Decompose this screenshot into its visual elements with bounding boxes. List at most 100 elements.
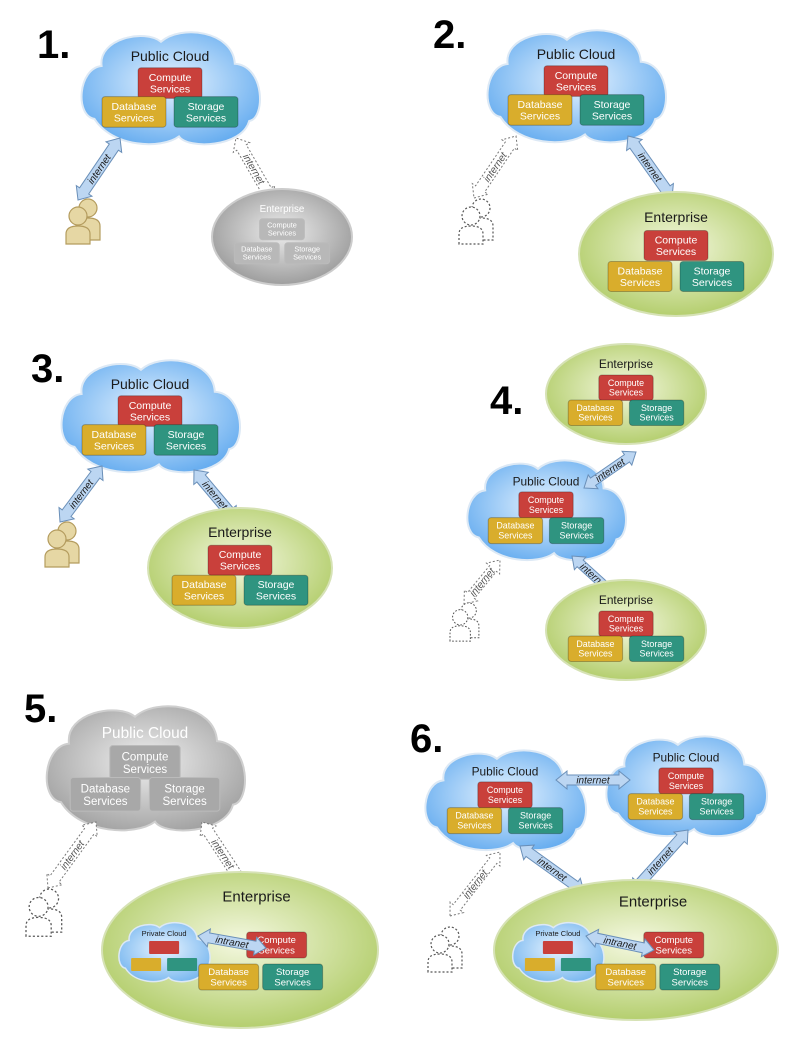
panel-6-public-cloud-right-title: Public Cloud [653, 751, 720, 765]
panel-1-public-cloud-storage-services-box [173, 96, 239, 128]
panel-5-internet-user-shape [46, 821, 98, 889]
panel-5-intranet-shape [197, 928, 267, 956]
panel-4-public-cloud-database-services-box [487, 517, 544, 545]
panel-1-enterprise-storage-services-line1: Storage [294, 244, 320, 253]
panel-4-enterprise-top-storage-services-box [628, 399, 685, 426]
panel-4-public-cloud-storage-services-line2: Services [560, 531, 595, 541]
panel-1-enterprise-title: Enterprise [260, 204, 305, 215]
panel-6-internet-clouds-shape [555, 769, 631, 791]
panel-5-public-cloud-database-services-line1: Database [81, 783, 130, 795]
panel-5-enterprise-database-services-line2: Services [210, 978, 247, 989]
panel-1-user-person-icon [65, 198, 101, 245]
panel-5-public-cloud-title: Public Cloud [102, 725, 188, 742]
panel-1-enterprise-database-services-box [233, 242, 280, 265]
panel-1-public-cloud-storage-services-line2: Services [186, 112, 226, 124]
panel-5-enterprise-title: Enterprise [222, 889, 290, 906]
panel-3-enterprise-compute-services-box [207, 544, 273, 576]
panel-1-enterprise-storage-services-box [284, 242, 331, 265]
panel-4-public-cloud-compute-services-line2: Services [529, 505, 564, 515]
panel-6-public-cloud-right-storage-services-line1: Storage [701, 797, 732, 807]
panel-4-internet-user-shape [463, 559, 501, 605]
panel-2-enterprise-compute-services-line1: Compute [655, 234, 698, 246]
panel-1-enterprise-storage-services-line2: Services [293, 253, 321, 262]
panel-2-public-cloud: Public CloudComputeServicesDatabaseServi… [486, 29, 667, 144]
panel-6-internet-clouds-label: internet [576, 776, 611, 787]
panel-3-enterprise-database-services-line1: Database [182, 579, 227, 591]
panel-4-enterprise-top-storage-services-line1: Storage [641, 403, 672, 413]
panel-4-enterprise-bottom-database-services-line1: Database [576, 639, 614, 649]
panel-6-public-cloud-left-database-services-line1: Database [455, 811, 493, 821]
panel-1-public-cloud-database-services-line2: Services [114, 112, 154, 124]
panel-2-enterprise-database-services-box [607, 260, 673, 292]
panel-6-public-cloud-right-storage-services-line2: Services [700, 807, 735, 817]
panel-6-enterprise-database-services-box [595, 963, 657, 991]
panel-4-internet-user: internet [463, 559, 501, 605]
panel-6-enterprise-private-cloud: Private Cloud [512, 921, 605, 983]
panel-3-enterprise-storage-services-box [243, 574, 309, 606]
panel-5-enterprise-database-services-box [198, 963, 260, 991]
panel-1-internet-user-shape [75, 137, 123, 201]
panel-4-public-cloud-database-services-line2: Services [498, 531, 533, 541]
panel-4-enterprise-top-compute-services-line2: Services [609, 388, 644, 398]
panel-4-enterprise-bottom-storage-services-line2: Services [640, 649, 675, 659]
panel-3-enterprise-compute-services-line1: Compute [219, 549, 262, 561]
panel-3-public-cloud-compute-services-line2: Services [130, 412, 170, 424]
panel-3-public-cloud-storage-services-line1: Storage [168, 429, 205, 441]
panel-5-enterprise-private-database-block [131, 958, 162, 971]
panel-3-enterprise-storage-services-line1: Storage [258, 579, 295, 591]
panel-3-user-person-icon-front-body [44, 548, 70, 568]
panel-1-public-cloud-compute-services-line2: Services [150, 84, 190, 96]
panel-6-enterprise-compute-services-line2: Services [656, 946, 693, 957]
panel-6-enterprise-private-cloud-title: Private Cloud [535, 929, 580, 938]
panel-6-public-cloud-left-compute-services-line2: Services [488, 795, 523, 805]
panel-6-public-cloud-right-compute-services-line1: Compute [668, 771, 704, 781]
panel-5-internet-enterprise-label: internet [208, 838, 236, 873]
panel-2-public-cloud-storage-services-line1: Storage [594, 99, 631, 111]
panel-3-public-cloud-storage-services-box [153, 424, 219, 456]
panel-6-enterprise-storage-services-box [659, 963, 721, 991]
panel-1-internet-user: internet [75, 137, 123, 201]
panel-4-enterprise-bottom-compute-services-box [598, 610, 654, 637]
panel-5: 5. Public CloudComputeServicesDatabaseSer… [24, 687, 379, 1029]
panel-5-public-cloud-storage-services-line2: Services [162, 796, 207, 808]
panel-1-user-person-icon-front-body [65, 225, 91, 245]
panel-1-public-cloud-database-services-line1: Database [112, 101, 157, 113]
panel-6-public-cloud-left-compute-services-line1: Compute [487, 785, 523, 795]
panel-5-user-person-icon-front-body [25, 916, 52, 937]
panel-6-public-cloud-left: Public CloudComputeServicesDatabaseServi… [424, 749, 587, 852]
panel-4-enterprise-bottom-storage-services-box [628, 635, 685, 662]
panel-2-public-cloud-compute-services-box [543, 65, 609, 97]
panel-2-enterprise-compute-services-line2: Services [656, 246, 696, 258]
panel-5-enterprise-compute-services-line2: Services [258, 946, 295, 957]
panel-2-user-person-icon-front-head [461, 206, 481, 226]
panel-4-enterprise-bottom-compute-services-line1: Compute [608, 614, 644, 624]
panel-1-number: 1. [37, 23, 70, 67]
panel-2-public-cloud-database-services-line2: Services [520, 110, 560, 122]
panel-5-enterprise-storage-services-box [262, 963, 324, 991]
panel-6-public-cloud-right-database-services-line1: Database [636, 797, 674, 807]
panel-2-enterprise-storage-services-line1: Storage [694, 265, 731, 277]
panel-4-user-person-icon-front-body [449, 625, 471, 642]
panel-3: 3.Public CloudComputeServicesDatabaseSer… [31, 347, 333, 629]
panel-3-internet-user: internet [58, 465, 104, 523]
panel-2-enterprise-title: Enterprise [644, 209, 708, 225]
panel-6-intranet: intranet [585, 928, 655, 958]
panel-5-number: 5. [24, 687, 57, 731]
